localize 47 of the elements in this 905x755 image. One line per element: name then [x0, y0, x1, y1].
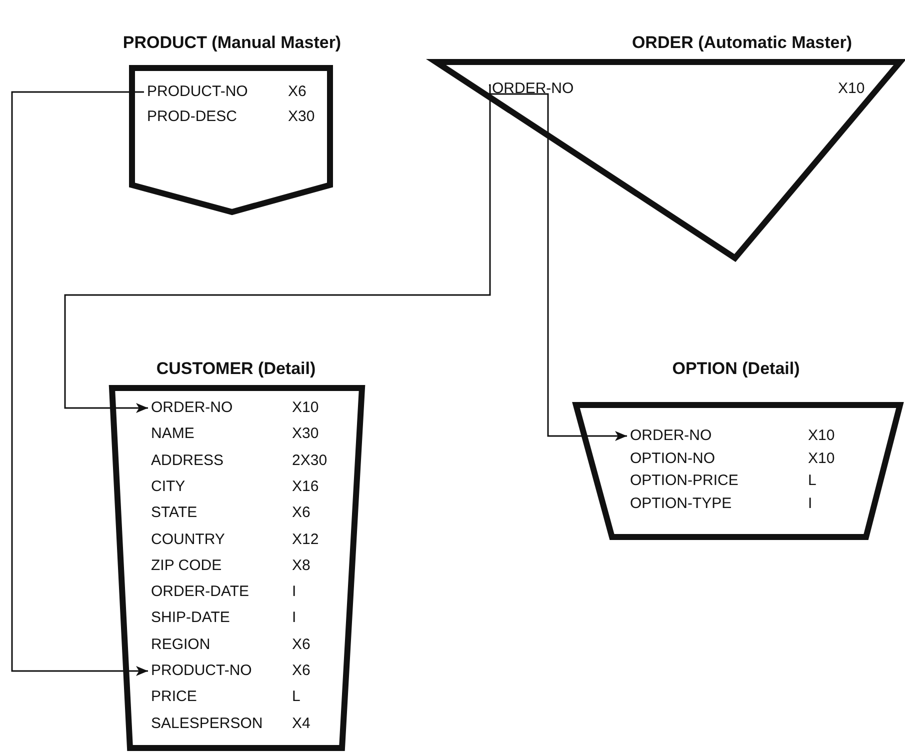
- field-name: ORDER-DATE: [151, 583, 250, 602]
- field-type: X8: [292, 556, 310, 575]
- field-name: OPTION-PRICE: [630, 472, 740, 490]
- file-title: ORDER (Automatic Master): [632, 32, 852, 54]
- file-title: CUSTOMER (Detail): [156, 358, 316, 380]
- field-name: NAME: [151, 425, 196, 444]
- field-name: ORDER-NO: [151, 399, 234, 417]
- field-type: X16: [292, 478, 319, 496]
- field-type: X10: [838, 80, 865, 98]
- field-type: I: [292, 583, 296, 602]
- field-name: ORDER-NO: [492, 80, 575, 98]
- field-type: X10: [808, 427, 835, 445]
- field-name: ZIP CODE: [151, 556, 223, 575]
- field-type: L: [808, 472, 816, 490]
- field-name: ADDRESS: [151, 452, 225, 470]
- field-name: SALESPERSON: [151, 714, 264, 733]
- field-type: X6: [288, 83, 306, 101]
- field-name: PRODUCT-NO: [151, 662, 253, 680]
- connector-arrow: [489, 93, 627, 441]
- field-name: STATE: [151, 504, 198, 522]
- field-name: OPTION-NO: [630, 450, 716, 468]
- field-type: X4: [292, 714, 310, 733]
- field-type: X6: [292, 662, 310, 680]
- field-type: X6: [292, 636, 310, 654]
- connector-arrow: [64, 84, 491, 413]
- field-type: I: [292, 609, 296, 628]
- file-title: OPTION (Detail): [672, 358, 800, 380]
- field-type: X6: [292, 504, 310, 522]
- field-type: L: [292, 688, 300, 706]
- field-type: X10: [292, 399, 319, 417]
- field-name: SHIP-DATE: [151, 609, 231, 628]
- field-name: CITY: [151, 478, 186, 496]
- field-type: 2X30: [292, 452, 328, 470]
- field-type: X12: [292, 530, 319, 548]
- field-type: X30: [288, 108, 315, 126]
- field-name: PROD-DESC: [147, 108, 238, 126]
- file-title: PRODUCT (Manual Master): [122, 32, 342, 54]
- field-type: I: [808, 494, 812, 512]
- field-type: X10: [808, 450, 835, 468]
- field-name: COUNTRY: [151, 530, 226, 548]
- field-name: OPTION-TYPE: [630, 494, 733, 512]
- field-name: PRODUCT-NO: [147, 83, 249, 101]
- field-name: PRICE: [151, 688, 198, 706]
- connector-arrow: [11, 91, 148, 676]
- field-name: ORDER-NO: [630, 427, 713, 445]
- field-type: X30: [292, 425, 319, 444]
- field-name: REGION: [151, 636, 212, 654]
